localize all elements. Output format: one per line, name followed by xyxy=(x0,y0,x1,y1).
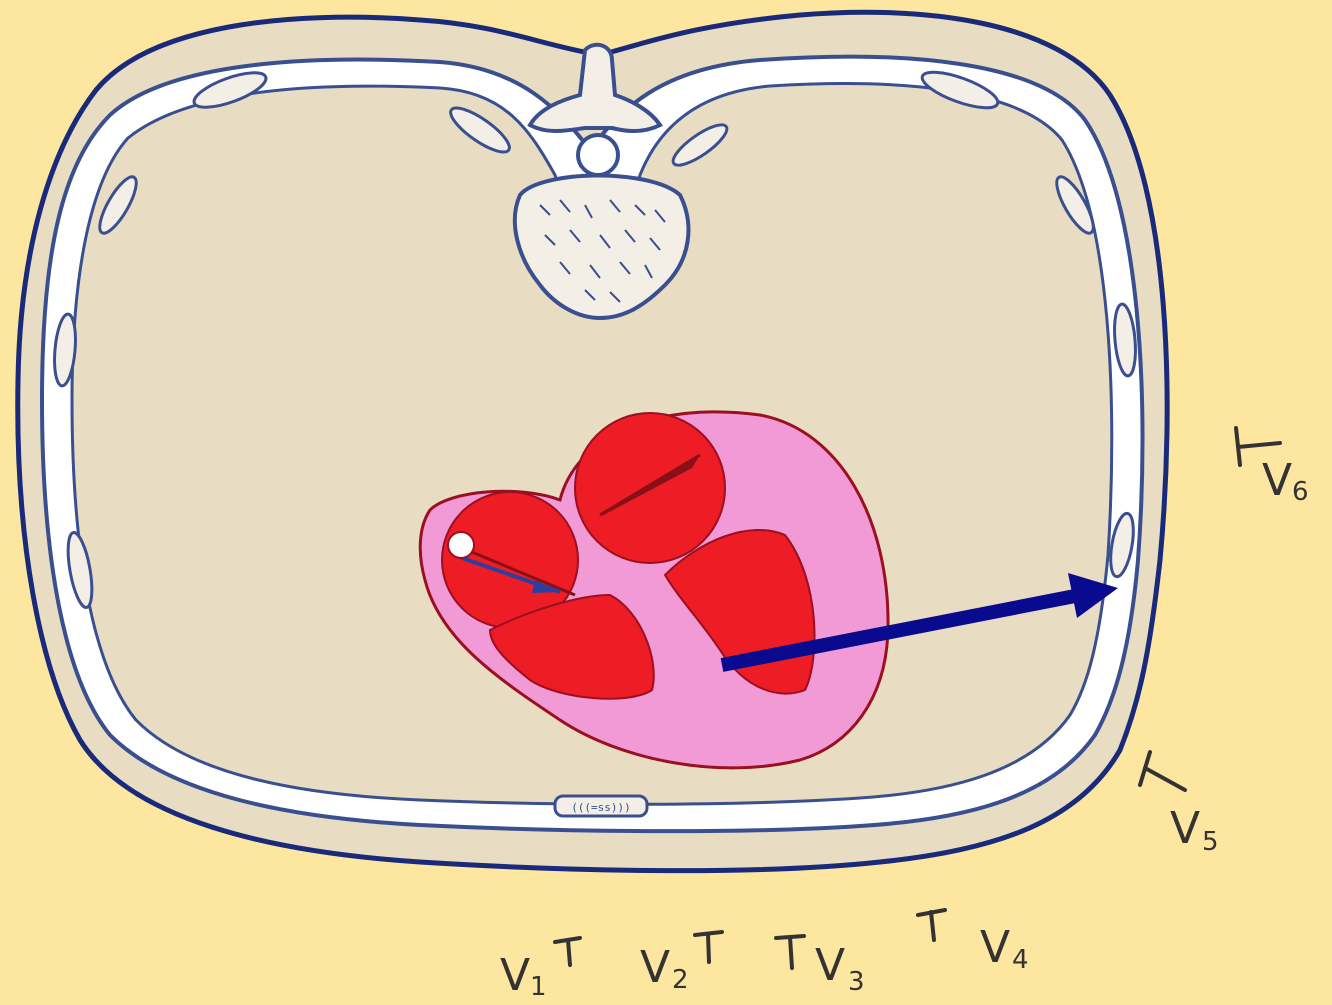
lead-marker-v2 xyxy=(695,932,722,962)
svg-text:V: V xyxy=(500,950,530,1001)
lead-marker-v4 xyxy=(918,910,945,940)
sinoatrial-node xyxy=(448,532,474,558)
svg-text:V: V xyxy=(1170,803,1200,854)
lead-label-v5: V 5 xyxy=(1170,803,1219,857)
lead-marker-v3 xyxy=(776,936,804,968)
svg-text:V: V xyxy=(1262,455,1292,506)
svg-text:V: V xyxy=(815,940,845,991)
svg-text:6: 6 xyxy=(1292,477,1309,507)
svg-text:1: 1 xyxy=(530,972,547,1002)
lead-label-v4: V 4 xyxy=(980,922,1029,975)
lead-label-v2: V 2 xyxy=(640,942,689,995)
lead-label-v6: V 6 xyxy=(1262,455,1309,507)
lead-marker-v1 xyxy=(555,938,580,965)
svg-text:V: V xyxy=(980,922,1010,973)
lead-label-v3: V 3 xyxy=(815,940,865,997)
lead-label-v1: V 1 xyxy=(500,950,547,1002)
svg-text:4: 4 xyxy=(1012,945,1029,975)
spinal-canal xyxy=(578,135,618,175)
svg-text:2: 2 xyxy=(672,965,689,995)
sternum-text: (((=ss))) xyxy=(571,801,631,814)
svg-text:3: 3 xyxy=(848,967,865,997)
lead-marker-v5 xyxy=(1140,752,1185,790)
svg-text:V: V xyxy=(640,942,670,993)
svg-text:5: 5 xyxy=(1202,827,1219,857)
